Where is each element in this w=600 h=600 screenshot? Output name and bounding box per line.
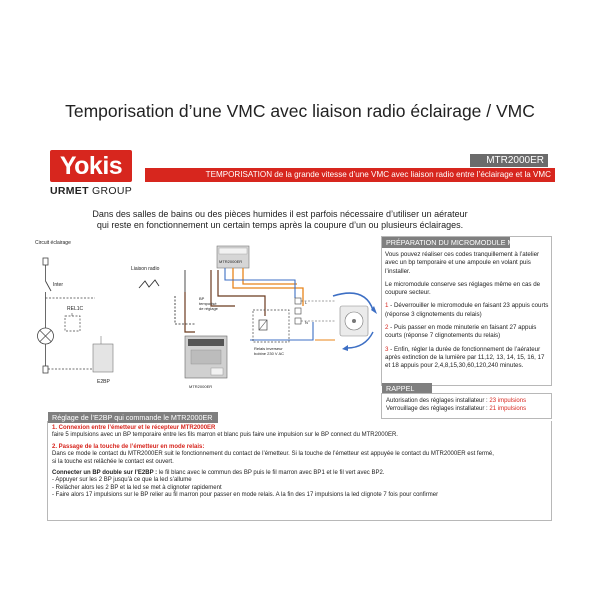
- radio-label: Liaison radio: [131, 266, 160, 272]
- radio-wave-icon: [138, 279, 160, 289]
- relay-label: REL1C: [67, 306, 84, 312]
- e2bp-title: Réglage de l’E2BP qui commande le MTR200…: [48, 412, 218, 423]
- prep-panel: [381, 236, 552, 386]
- svg-text:bobine 230 V AC: bobine 230 V AC: [254, 351, 284, 356]
- module-logo-plate: [210, 367, 224, 376]
- terminal-n-label: N: [305, 320, 308, 325]
- e2bp-panel: [47, 421, 552, 521]
- urmet-group-label: URMET GROUP: [50, 185, 133, 197]
- neutral-terminal: [42, 365, 49, 374]
- rappel-panel: [381, 393, 552, 419]
- svg-text:Relais inverseur: Relais inverseur: [254, 346, 283, 351]
- relay-box: [64, 315, 81, 332]
- svg-text:MTR2000ER: MTR2000ER: [189, 384, 212, 389]
- svg-text:BP: BP: [199, 296, 205, 301]
- svg-text:temporisé: temporisé: [199, 301, 217, 306]
- yokis-logo: Yokis: [50, 150, 132, 182]
- e2bp-label: E2BP: [97, 379, 110, 385]
- e2bp-text: 1. Connexion entre l’émetteur et le réce…: [52, 425, 494, 499]
- page-title: Temporisation d’une VMC avec liaison rad…: [65, 101, 535, 121]
- e2bp-module: [92, 343, 114, 373]
- top-terminal: [42, 257, 49, 266]
- svg-text:MTR2000ER: MTR2000ER: [219, 259, 242, 264]
- module-terminals: [188, 339, 224, 346]
- prep-text: Vous pouvez réaliser ces codes tranquill…: [385, 251, 549, 370]
- intro-text: Dans des salles de bains ou des pièces h…: [92, 209, 468, 230]
- circuit-label: Circuit éclairage: [35, 240, 71, 246]
- airflow-arrow-icon: [332, 292, 374, 311]
- prep-title: PRÉPARATION DU MICROMODULE MTR2000ER: [382, 237, 549, 248]
- relay-inverter-box: [252, 309, 290, 343]
- inter-label: Inter: [53, 282, 63, 288]
- wiring-diagram: Circuit éclairage Inter REL1C E2BP Liais…: [35, 240, 377, 389]
- switch-icon: [45, 280, 52, 292]
- svg-text:de réglage: de réglage: [199, 306, 219, 311]
- header-banner: TEMPORISATION de la grande vitesse d’une…: [145, 168, 555, 182]
- rappel-title: RAPPEL: [382, 383, 432, 394]
- terminal-l-label: L: [305, 300, 308, 305]
- model-label: MTR2000ER: [470, 154, 548, 167]
- rappel-text: Autorisation des réglages installateur :…: [386, 398, 527, 412]
